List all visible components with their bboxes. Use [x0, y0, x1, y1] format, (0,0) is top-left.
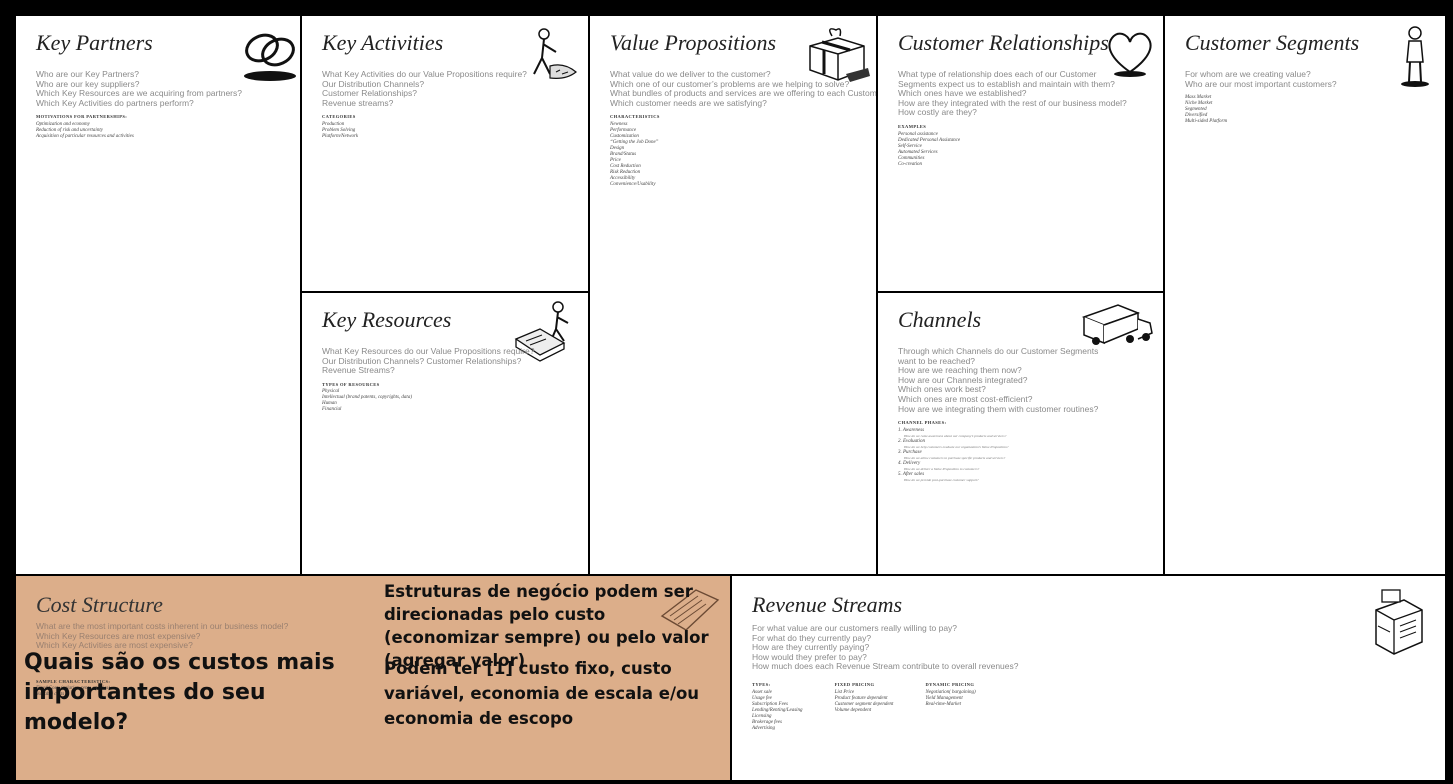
factory-worker-icon [514, 301, 569, 362]
value-propositions-title: Value Propositions [610, 30, 777, 55]
key-partners-questions: Who are our Key Partners? Who are our ke… [36, 69, 242, 139]
value-propositions-block: Value Propositions What value do we deli… [590, 16, 876, 574]
dynamic-pricing-column: DYNAMIC PRICING Negotiation( bargaining)… [925, 681, 976, 707]
cost-question-overlay: Quais são os custos mais importantes do … [24, 650, 335, 735]
cost-note-drivers: Estruturas de negócio podem ser direcion… [384, 582, 709, 670]
cost-structure-title: Cost Structure [36, 592, 163, 617]
revenue-types-column: TYPES: Asset sale Usage fee Subscription… [752, 681, 803, 731]
heart-icon [1108, 32, 1152, 77]
fixed-pricing-column: FIXED PRICING List Price Product feature… [834, 681, 894, 713]
cost-structure-block: Cost Structure What are the most importa… [16, 576, 730, 780]
customer-segments-title: Customer Segments [1185, 30, 1360, 55]
truck-icon [1081, 304, 1153, 345]
gift-box-icon [809, 28, 870, 82]
worker-icon [533, 28, 577, 79]
key-activities-block: Key Activities What Key Activities do ou… [302, 16, 588, 291]
cost-structure-questions: What are the most important costs inhere… [36, 621, 289, 698]
key-partners-title: Key Partners [36, 30, 153, 55]
revenue-pricing-columns: TYPES: Asset sale Usage fee Subscription… [752, 676, 1435, 732]
channels-block: Channels Through which Channels do our C… [878, 293, 1163, 574]
revenue-streams-title: Revenue Streams [752, 592, 903, 617]
price-tag-icon [660, 589, 720, 631]
key-activities-questions: What Key Activities do our Value Proposi… [322, 69, 527, 139]
revenue-streams-block: Revenue Streams For what value are our c… [732, 576, 1445, 780]
customer-relationships-questions: What type of relationship does each of o… [898, 69, 1127, 167]
key-resources-title: Key Resources [322, 307, 452, 332]
channels-title: Channels [898, 307, 982, 332]
key-resources-questions: What Key Resources do our Value Proposit… [322, 346, 535, 413]
chain-links-icon [244, 33, 296, 81]
customer-relationships-title: Customer Relationships [898, 30, 1109, 55]
customer-relationships-block: Customer Relationships What type of rela… [878, 16, 1163, 291]
customer-segments-block: Customer Segments For whom are we creati… [1165, 16, 1445, 574]
customer-segments-questions: For whom are we creating value? Who are … [1185, 69, 1337, 125]
cost-note-types: Podem ter [1] custo fixo, custo variável… [384, 659, 700, 728]
cash-register-icon [1375, 589, 1423, 655]
key-activities-title: Key Activities [322, 30, 444, 55]
key-resources-block: Key Resources What Key Resources do our … [302, 293, 588, 574]
person-standing-icon [1401, 26, 1429, 87]
value-propositions-questions: What value do we deliver to the customer… [610, 69, 876, 187]
revenue-streams-questions: For what value are our customers really … [752, 623, 1435, 732]
channels-questions: Through which Channels do our Customer S… [898, 346, 1099, 482]
key-partners-block: Key Partners Who are our Key Partners? W… [16, 16, 300, 574]
